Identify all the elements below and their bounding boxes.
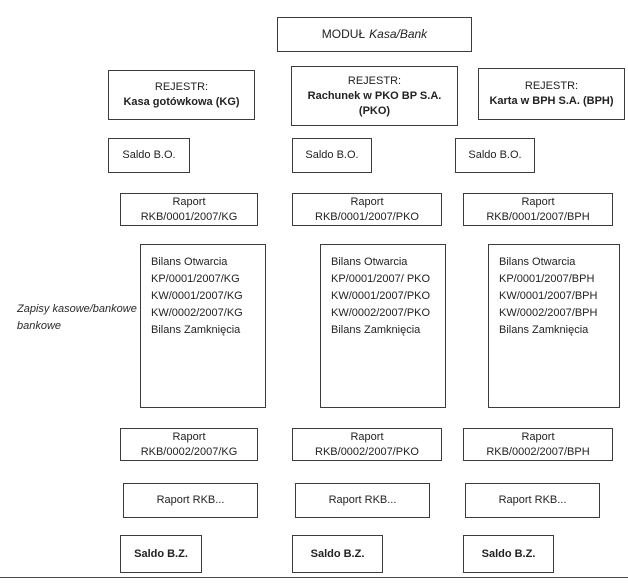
- saldo-bz-label: Saldo B.Z.: [481, 547, 536, 560]
- register-name: Karta w BPH S.A. (BPH): [489, 95, 614, 107]
- register-title: REJESTR:: [347, 74, 402, 87]
- entry: KW/0002/2007/PKO: [331, 307, 431, 319]
- saldo-bz-label: Saldo B.Z.: [310, 547, 365, 560]
- report-line1: Raport: [172, 430, 206, 443]
- report-more-box-bph: Raport RKB...: [465, 483, 600, 518]
- register-box-bph: REJESTR: Karta w BPH S.A. (BPH): [478, 68, 625, 120]
- register-title: REJESTR:: [154, 81, 209, 93]
- entry: KW/0002/2007/BPH: [499, 307, 598, 319]
- entry: KP/0001/2007/BPH: [499, 273, 595, 285]
- side-label-zapisy: Zapisy kasowe/bankowe bankowe: [17, 301, 147, 335]
- report-line2: RKB/0002/2007/PKO: [315, 445, 419, 458]
- entry: KP/0001/2007/KG: [151, 273, 240, 285]
- report2-box-kg: Raport RKB/0002/2007/KG: [120, 428, 258, 461]
- report-more-box-kg: Raport RKB...: [123, 483, 258, 518]
- entries-box-kg: Bilans Otwarcia KP/0001/2007/KG KW/0001/…: [140, 244, 266, 408]
- report-line2: RKB/0001/2007/KG: [140, 210, 238, 223]
- report-line1: Raport: [172, 195, 206, 208]
- report-more-box-pko: Raport RKB...: [295, 483, 430, 518]
- entry: Bilans Zamknięcia: [499, 324, 589, 336]
- entry: Bilans Zamknięcia: [151, 324, 241, 336]
- entry: KP/0001/2007/ PKO: [331, 273, 431, 285]
- report-line1: Raport: [350, 430, 384, 443]
- entry: KW/0001/2007/PKO: [331, 290, 431, 302]
- saldo-bz-label: Saldo B.Z.: [134, 547, 188, 560]
- report-line2: RKB/0001/2007/PKO: [315, 210, 419, 223]
- saldo-bo-label: Saldo B.O.: [305, 149, 359, 161]
- report1-box-pko: Raport RKB/0001/2007/PKO: [292, 193, 442, 226]
- saldo-bo-label: Saldo B.O.: [122, 149, 176, 161]
- register-box-pko: REJESTR: Rachunek w PKO BP S.A. (PKO): [291, 66, 458, 126]
- entry: KW/0002/2007/KG: [151, 307, 243, 319]
- saldo-bo-box-kg: Saldo B.O.: [108, 138, 190, 173]
- report-more-label: Raport RKB...: [328, 494, 397, 506]
- entry: Bilans Otwarcia: [331, 256, 408, 268]
- side-label-line1: Zapisy kasowe/bankowe: [17, 303, 137, 315]
- side-label-line2: bankowe: [17, 320, 62, 332]
- saldo-bz-box-bph: Saldo B.Z.: [463, 535, 554, 573]
- entry: Bilans Zamknięcia: [331, 324, 421, 336]
- entry: KW/0001/2007/KG: [151, 290, 243, 302]
- register-name: Rachunek w PKO BP S.A. (PKO): [307, 89, 442, 117]
- module-label: MODUŁ: [321, 27, 366, 41]
- report-line2: RKB/0002/2007/KG: [140, 445, 238, 458]
- report-line1: Raport: [350, 195, 384, 208]
- saldo-bz-box-kg: Saldo B.Z.: [120, 535, 202, 573]
- report2-box-pko: Raport RKB/0002/2007/PKO: [292, 428, 442, 461]
- entries-box-pko: Bilans Otwarcia KP/0001/2007/ PKO KW/000…: [320, 244, 446, 408]
- report-line1: Raport: [521, 430, 555, 443]
- report-more-label: Raport RKB...: [498, 494, 567, 506]
- report-more-label: Raport RKB...: [156, 494, 225, 506]
- saldo-bo-label: Saldo B.O.: [468, 149, 522, 161]
- entries-box-bph: Bilans Otwarcia KP/0001/2007/BPH KW/0001…: [488, 244, 620, 408]
- entry: KW/0001/2007/BPH: [499, 290, 598, 302]
- report-line1: Raport: [521, 195, 555, 208]
- register-box-kg: REJESTR: Kasa gotówkowa (KG): [108, 70, 255, 120]
- saldo-bo-box-pko: Saldo B.O.: [292, 138, 372, 173]
- module-name: Kasa/Bank: [369, 27, 428, 41]
- register-name: Kasa gotówkowa (KG): [123, 96, 240, 108]
- report2-box-bph: Raport RKB/0002/2007/BPH: [463, 428, 613, 461]
- entry: Bilans Otwarcia: [499, 256, 576, 268]
- module-box: MODUŁ Kasa/Bank: [277, 17, 472, 52]
- register-title: REJESTR:: [524, 80, 579, 92]
- bottom-border-line: [0, 577, 628, 578]
- saldo-bz-box-pko: Saldo B.Z.: [292, 535, 383, 573]
- saldo-bo-box-bph: Saldo B.O.: [455, 138, 535, 173]
- report1-box-kg: Raport RKB/0001/2007/KG: [120, 193, 258, 226]
- entry: Bilans Otwarcia: [151, 256, 228, 268]
- report-line2: RKB/0002/2007/BPH: [486, 445, 590, 458]
- report1-box-bph: Raport RKB/0001/2007/BPH: [463, 193, 613, 226]
- report-line2: RKB/0001/2007/BPH: [486, 210, 590, 223]
